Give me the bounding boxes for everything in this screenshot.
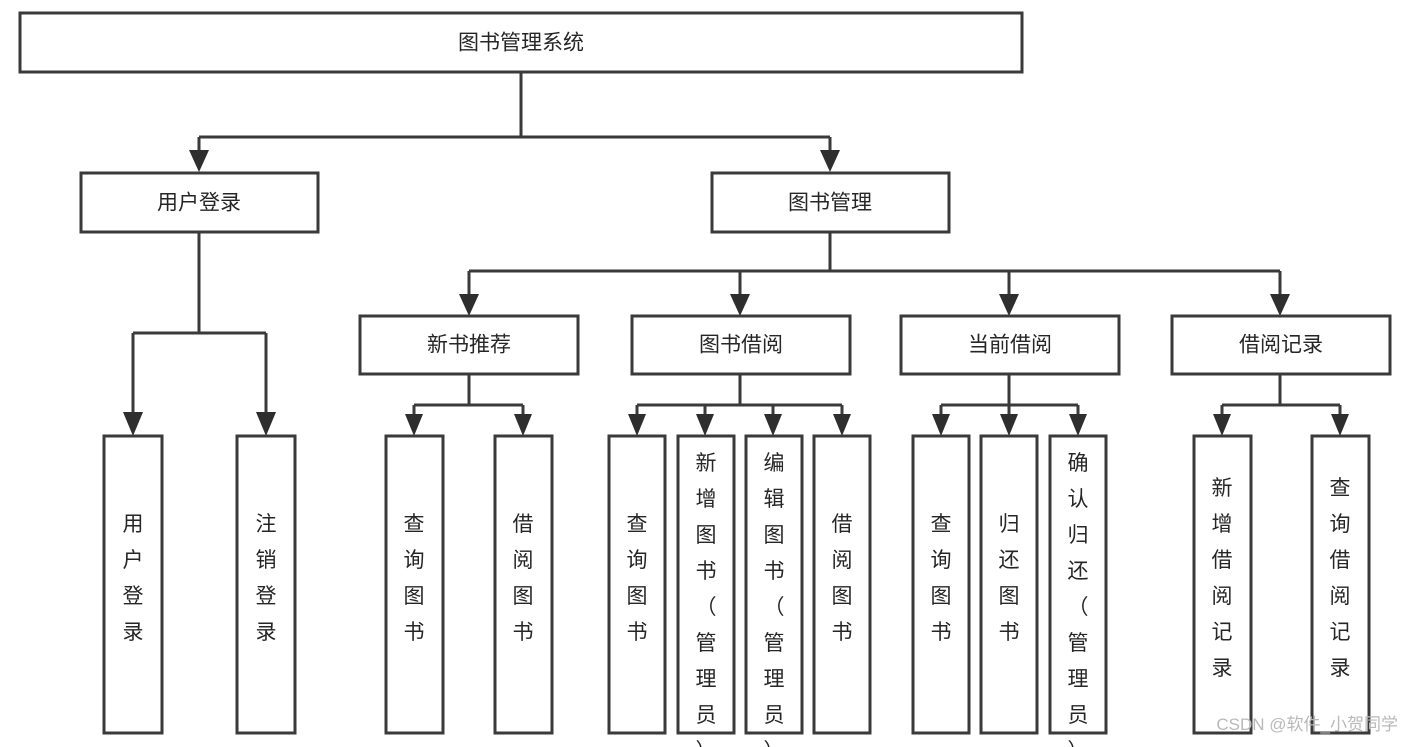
arrow-icon-to-leaf-query-book-3 — [932, 414, 950, 436]
arrow-icon-to-book-borrow — [730, 294, 750, 316]
arrow-icon-to-leaf-borrow-book-2 — [833, 414, 851, 436]
node-leaf-query-book-1-box[interactable] — [384, 434, 445, 735]
node-leaf-query-record[interactable]: 查询借阅记录 — [1310, 434, 1371, 735]
node-book-manage-box[interactable] — [710, 171, 951, 234]
node-user-login[interactable]: 用户登录 — [79, 171, 320, 234]
node-leaf-user-login-label: 用户登录 — [123, 513, 144, 644]
arrow-icon-to-book-manage — [820, 150, 840, 172]
arrow-icon-to-leaf-user-login — [123, 412, 143, 436]
node-leaf-add-record-box[interactable] — [1192, 434, 1253, 735]
node-leaf-logout[interactable]: 注销登录 — [235, 434, 297, 735]
node-leaf-logout-box[interactable] — [235, 434, 297, 735]
node-leaf-query-book-3-box[interactable] — [911, 434, 971, 735]
node-current-borrow-box[interactable] — [899, 314, 1121, 376]
node-new-book-rec-label: 新书推荐 — [427, 334, 511, 357]
node-user-login-label: 用户登录 — [157, 192, 241, 215]
node-leaf-query-book-3[interactable]: 查询图书 — [911, 434, 971, 735]
node-new-book-rec[interactable]: 新书推荐 — [358, 314, 580, 376]
node-leaf-query-book-2[interactable]: 查询图书 — [607, 434, 667, 735]
node-book-manage[interactable]: 图书管理 — [710, 171, 951, 234]
node-current-borrow-label: 当前借阅 — [968, 334, 1052, 357]
arrow-icon-to-new-book-rec — [459, 294, 479, 316]
node-leaf-add-record[interactable]: 新增借阅记录 — [1192, 434, 1253, 735]
node-leaf-user-login-box[interactable] — [102, 434, 164, 735]
node-leaf-add-book[interactable]: 新增图书（管理员） — [676, 434, 736, 747]
watermark: CSDN @软件_小贺同学 — [1216, 715, 1398, 734]
arrow-icon-to-borrow-record — [1270, 294, 1290, 316]
node-leaf-borrow-book-2-box[interactable] — [812, 434, 872, 735]
arrow-icon-to-leaf-edit-book — [764, 414, 782, 436]
arrow-icon-to-leaf-add-record — [1213, 414, 1231, 436]
arrow-icon-to-leaf-query-book-2 — [628, 414, 646, 436]
node-leaf-user-login[interactable]: 用户登录 — [102, 434, 164, 735]
arrow-icon-to-current-borrow — [999, 294, 1019, 316]
node-leaf-edit-book-label: 编辑图书（管理员） — [764, 452, 785, 747]
arrow-icon-to-leaf-borrow-book-1 — [514, 414, 532, 436]
node-root-box[interactable] — [18, 11, 1024, 74]
node-leaf-return-book-label: 归还图书 — [999, 513, 1020, 644]
node-leaf-borrow-book-2[interactable]: 借阅图书 — [812, 434, 872, 735]
node-leaf-query-book-2-label: 查询图书 — [627, 513, 648, 644]
node-leaf-query-book-2-box[interactable] — [607, 434, 667, 735]
node-new-book-rec-box[interactable] — [358, 314, 580, 376]
node-leaf-logout-label: 注销登录 — [256, 513, 277, 644]
node-leaf-add-book-box[interactable] — [676, 434, 736, 735]
node-leaf-borrow-book-1-box[interactable] — [493, 434, 554, 735]
node-book-borrow-box[interactable] — [630, 314, 852, 376]
node-leaf-confirm-return-box[interactable] — [1048, 434, 1108, 735]
node-current-borrow[interactable]: 当前借阅 — [899, 314, 1121, 376]
arrow-icon-to-leaf-return-book — [1000, 414, 1018, 436]
node-leaf-add-record-label: 新增借阅记录 — [1212, 477, 1233, 680]
node-user-login-box[interactable] — [79, 171, 320, 234]
arrow-icon-to-leaf-logout — [256, 412, 276, 436]
arrow-icon-to-leaf-query-book-1 — [405, 414, 423, 436]
arrow-icon-to-leaf-confirm-return — [1069, 414, 1087, 436]
node-root[interactable]: 图书管理系统 — [18, 11, 1024, 74]
arrow-icon-to-leaf-add-book — [696, 414, 714, 436]
node-root-label: 图书管理系统 — [458, 32, 584, 55]
node-leaf-confirm-return-label: 确认归还（管理员） — [1068, 452, 1089, 747]
node-leaf-edit-book[interactable]: 编辑图书（管理员） — [744, 434, 804, 747]
node-leaf-return-book-box[interactable] — [979, 434, 1039, 735]
node-leaf-edit-book-box[interactable] — [744, 434, 804, 735]
node-leaf-query-book-1-label: 查询图书 — [404, 513, 425, 644]
node-leaf-return-book[interactable]: 归还图书 — [979, 434, 1039, 735]
node-borrow-record-label: 借阅记录 — [1239, 334, 1323, 357]
arrowhead-layer — [123, 150, 1349, 436]
arrow-icon-to-user-login — [189, 150, 209, 172]
node-leaf-add-book-label: 新增图书（管理员） — [696, 452, 717, 747]
node-leaf-borrow-book-1[interactable]: 借阅图书 — [493, 434, 554, 735]
node-book-manage-label: 图书管理 — [788, 192, 872, 215]
node-leaf-query-record-box[interactable] — [1310, 434, 1371, 735]
node-leaf-confirm-return[interactable]: 确认归还（管理员） — [1048, 434, 1108, 747]
node-book-borrow-label: 图书借阅 — [699, 334, 783, 357]
node-leaf-query-record-label: 查询借阅记录 — [1330, 477, 1351, 680]
node-leaf-query-book-3-label: 查询图书 — [931, 513, 952, 644]
node-leaf-borrow-book-1-label: 借阅图书 — [513, 513, 534, 644]
node-leaf-borrow-book-2-label: 借阅图书 — [832, 513, 853, 644]
node-book-borrow[interactable]: 图书借阅 — [630, 314, 852, 376]
arrow-icon-to-leaf-query-record — [1331, 414, 1349, 436]
node-borrow-record-box[interactable] — [1170, 314, 1392, 376]
node-leaf-query-book-1[interactable]: 查询图书 — [384, 434, 445, 735]
node-borrow-record[interactable]: 借阅记录 — [1170, 314, 1392, 376]
